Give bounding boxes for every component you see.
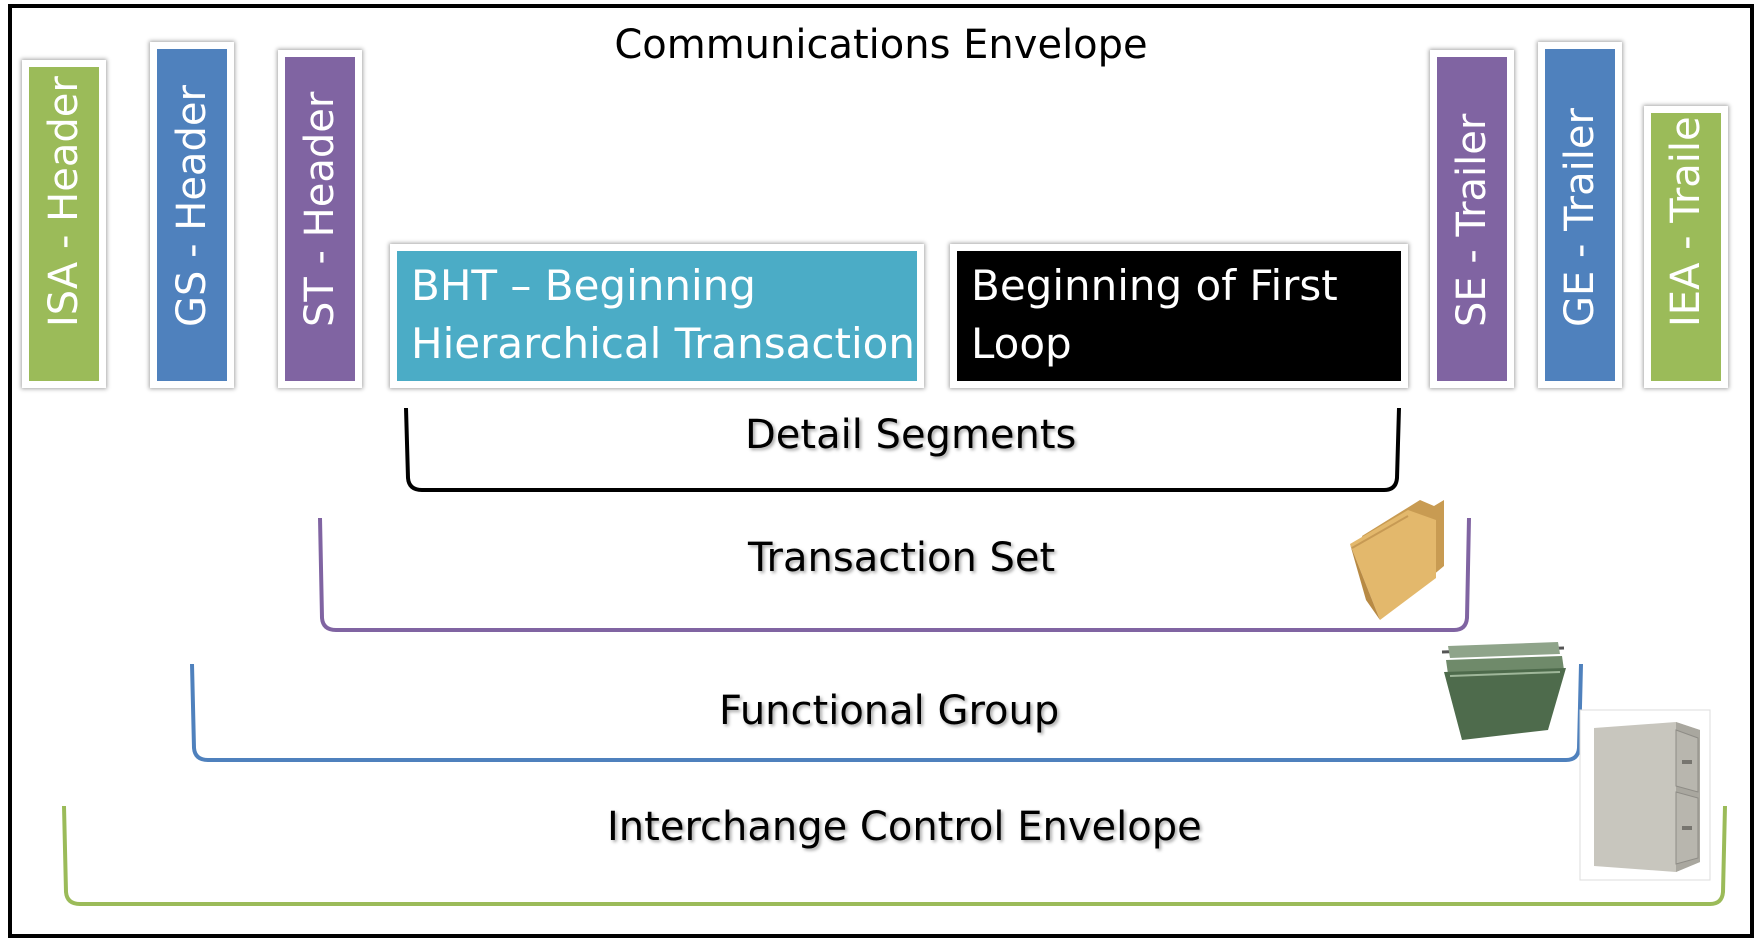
- interchange-control-envelope-bracket: [62, 805, 1727, 906]
- functional-group-label: Functional Group: [719, 688, 1060, 734]
- se-trailer-bar: SE - Trailer: [1430, 50, 1514, 388]
- ge-trailer-bar: GE - Trailer: [1538, 42, 1622, 388]
- bht-segment-box: BHT – Beginning Hierarchical Transaction: [390, 244, 924, 388]
- iea-trailer-bar: IEA - Trailer: [1644, 106, 1728, 388]
- functional-group-bracket: [190, 663, 1583, 762]
- communications-envelope-title: Communications Envelope: [614, 22, 1148, 68]
- first-loop-segment-label: Beginning of First Loop: [971, 261, 1338, 368]
- st-header-bar: ST - Header: [278, 50, 362, 388]
- detail-segments-label: Detail Segments: [745, 412, 1077, 458]
- hanging-folders-icon: [1441, 642, 1566, 740]
- first-loop-segment-box: Beginning of First Loop: [950, 244, 1408, 388]
- filing-cabinet-icon: [1579, 709, 1711, 881]
- transaction-set-bracket: [318, 517, 1471, 632]
- detail-segments-bracket: [404, 407, 1401, 492]
- transaction-set-label: Transaction Set: [748, 535, 1056, 581]
- isa-header-bar: ISA - Header: [22, 60, 106, 388]
- interchange-control-envelope-label: Interchange Control Envelope: [607, 804, 1202, 850]
- bht-segment-label: BHT – Beginning Hierarchical Transaction: [411, 261, 915, 368]
- diagram-frame: [8, 4, 1754, 938]
- gs-header-bar: GS - Header: [150, 42, 234, 388]
- manila-folder-icon: [1350, 500, 1444, 620]
